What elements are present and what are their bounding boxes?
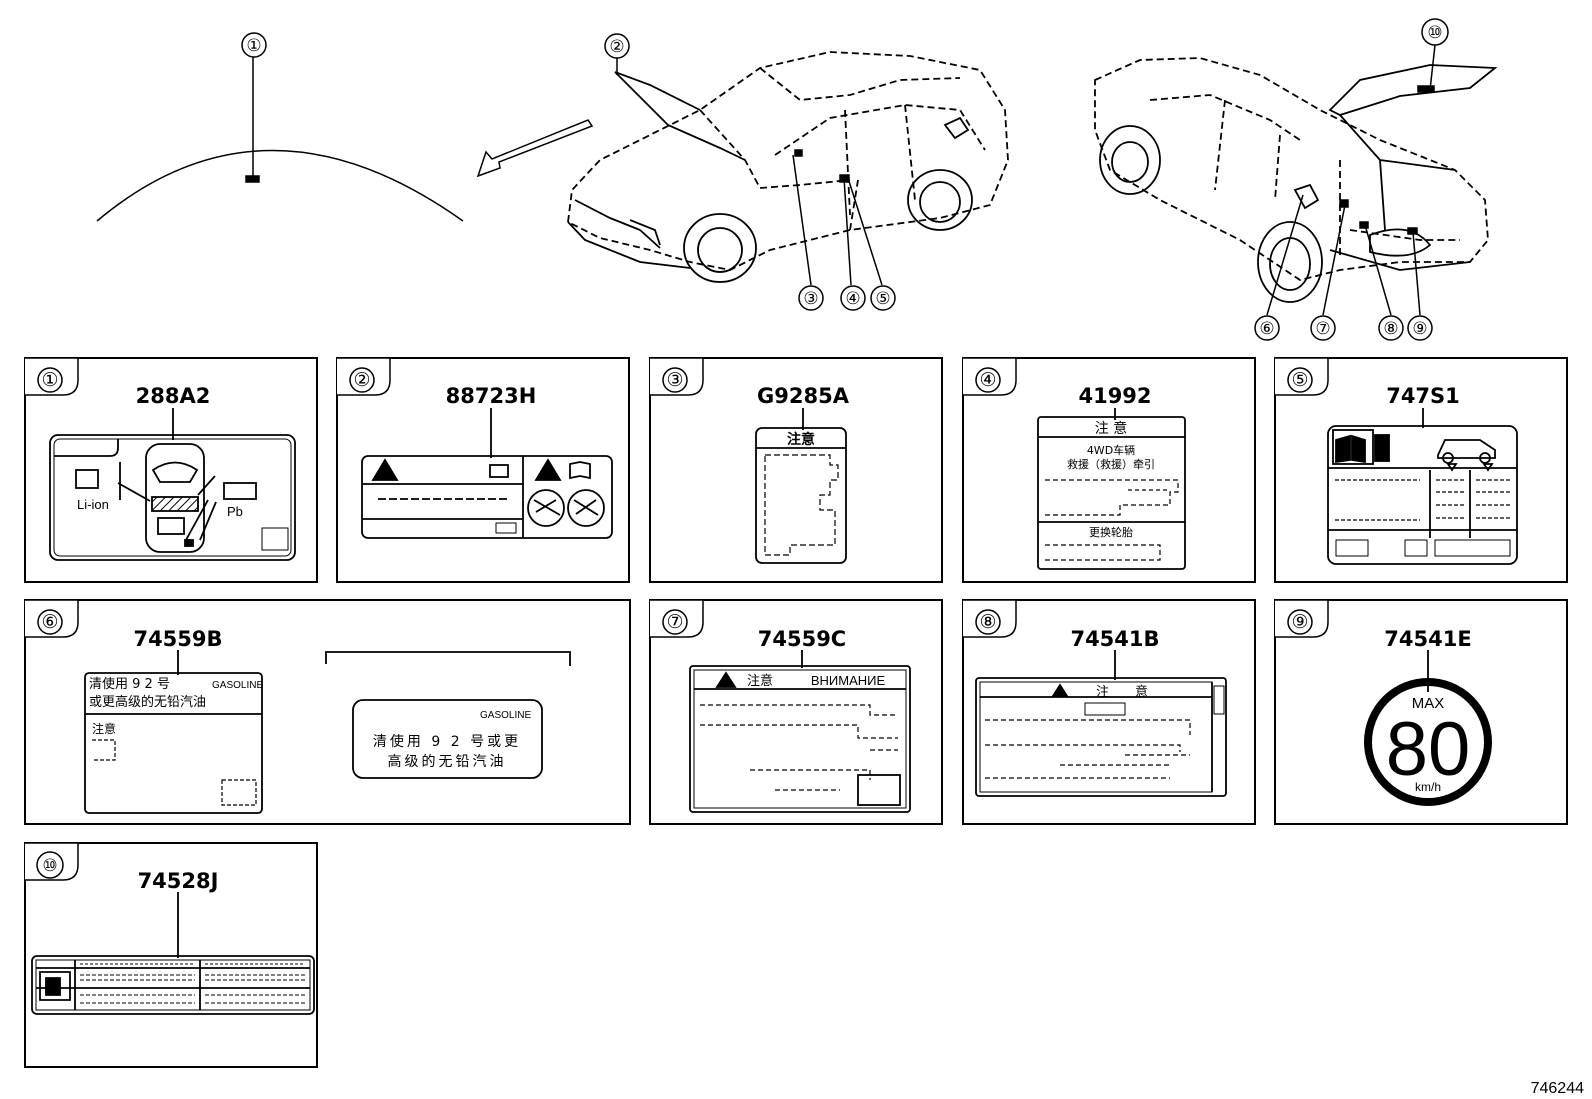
svg-text:③: ③ [803,289,818,309]
svg-text:②: ② [609,37,624,57]
svg-text:⑤: ⑤ [1291,369,1308,391]
svg-text:⑥: ⑥ [1259,319,1274,339]
speed-limit-value: 80 [1386,707,1471,792]
diagram-id: 746244 [1531,1080,1584,1097]
label-41992 [1037,408,1186,570]
svg-text:⑦: ⑦ [1315,319,1330,339]
svg-text:②: ② [353,369,370,391]
svg-text:③: ③ [666,369,683,391]
74559b-note: 注意 [92,721,116,736]
svg-text:④: ④ [845,289,860,309]
41992-line2: 救援（救援）牵引 [1067,457,1155,471]
svg-text:④: ④ [979,369,996,391]
74559c-header-cn: 注意 [747,673,773,689]
g9285a-header: 注意 [787,431,815,448]
part-code-74559C: 74559C [758,627,846,651]
74559b-row1: 清使用 9 2 号 [89,676,170,692]
rear-car-solid [1099,64,1498,303]
svg-text:⑨: ⑨ [1291,611,1308,633]
part-code-747S1: 747S1 [1386,384,1460,408]
svg-text:⑧: ⑧ [1383,319,1398,339]
front-direction-arrow [476,119,594,178]
front-callouts: ② ③ ④ ⑤ [604,33,896,311]
rear-car-leaders [1266,44,1436,316]
svg-text:⑦: ⑦ [666,611,683,633]
label-74528J [31,892,315,1015]
liion-label: Li-ion [77,497,109,512]
speed-limit-max: MAX [1412,695,1445,712]
panel-badge-numbers: ① ② ③ ④ ⑤ ⑥ ⑦ ⑧ ⑨ ⑩ [36,367,1313,879]
41992-line1: 4WD车辆 [1087,443,1135,457]
74559b-row2: 或更高级的无铅汽油 [89,694,206,710]
74559c-header-ru: ВНИМАНИЕ [811,673,886,688]
label-88723H [361,408,613,539]
rear-callouts: ⑩ ⑥ ⑦ ⑧ ⑨ [1254,18,1449,341]
part-code-288A2: 288A2 [136,384,211,408]
panel-frames [24,357,1568,1068]
label-74559B [84,650,571,814]
svg-text:①: ① [246,36,261,56]
label-747S1 [1327,408,1518,565]
pb-label: Pb [227,504,243,519]
svg-text:⑩: ⑩ [42,856,57,876]
front-car-leaders [616,58,883,286]
part-code-74541E: 74541E [1384,627,1471,651]
callout-1-top: ① [241,32,267,58]
label-74541E [1364,650,1492,806]
74559b-gasoline2: GASOLINE [480,710,531,721]
label-74559C [689,650,911,813]
speed-limit-unit: km/h [1415,780,1441,794]
part-code-74528J: 74528J [138,869,219,893]
svg-text:⑩: ⑩ [1427,23,1442,43]
svg-text:⑧: ⑧ [979,611,996,633]
svg-text:⑨: ⑨ [1412,319,1427,339]
label-288A2 [49,408,296,561]
part-code-41992: 41992 [1078,384,1151,408]
41992-header: 注 意 [1095,420,1127,437]
svg-text:⑤: ⑤ [875,289,890,309]
roof-view [96,57,464,222]
part-code-74559B: 74559B [133,627,222,651]
part-code-88723H: 88723H [446,384,537,408]
front-car-view [567,51,1009,271]
74559b-big2: 高级的无铅汽油 [388,753,507,770]
front-car-solid [567,71,973,283]
label-G9285A [755,408,847,564]
svg-text:⑥: ⑥ [41,611,58,633]
svg-text:①: ① [41,369,58,391]
label-74541B [975,650,1227,797]
74559b-gasoline1: GASOLINE [212,680,263,691]
part-numbers: 288A2 88723H G9285A 41992 747S1 74559B 7… [133,384,1471,893]
part-code-74541B: 74541B [1070,627,1159,651]
part-code-G9285A: G9285A [757,384,850,408]
74559b-big1: 清使用 9 2 号或更 [373,733,521,750]
41992-line3: 更换轮胎 [1089,525,1133,539]
74541b-header: 注 意 [1096,684,1148,700]
